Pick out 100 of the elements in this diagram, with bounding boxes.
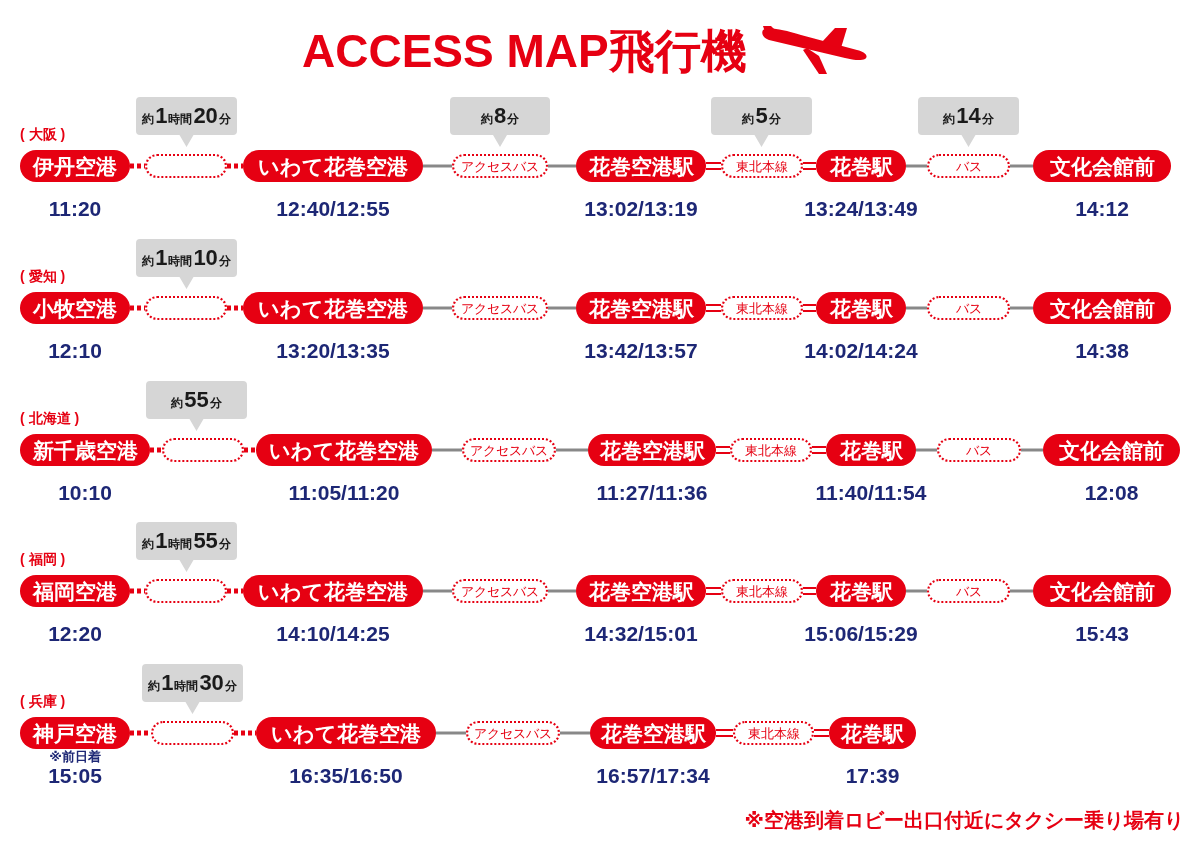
- duration-text: 約8分: [480, 105, 520, 127]
- duration-callout: [136, 522, 237, 572]
- station-pill: 花巻駅: [816, 292, 906, 324]
- prefecture-label: ( 北海道 ): [20, 411, 80, 427]
- time-label: 13:02/13:19: [584, 198, 698, 219]
- connector-line: [906, 589, 927, 593]
- transport-mode-pill: アクセスバス: [452, 296, 548, 320]
- transport-mode-pill: 東北本線: [721, 579, 803, 603]
- transport-mode-pill: アクセスバス: [462, 438, 556, 462]
- connector-line: [1021, 448, 1043, 452]
- dotted-connector: [130, 730, 151, 736]
- station-pill: 花巻駅: [826, 434, 916, 466]
- station-pill: 文化会館前: [1043, 434, 1180, 466]
- station-pill: 花巻空港駅: [576, 575, 706, 607]
- station-pill: いわて花巻空港: [243, 150, 423, 182]
- time-label: 12:10: [48, 340, 102, 361]
- station-pill: 花巻空港駅: [576, 150, 706, 182]
- duration-callout: [136, 239, 237, 289]
- station-pill: 文化会館前: [1033, 292, 1171, 324]
- transport-mode-pill: 東北本線: [721, 296, 803, 320]
- dotted-connector: [150, 447, 162, 453]
- rail-connector: [706, 587, 721, 595]
- connector-line: [548, 164, 576, 168]
- station-pill: 小牧空港: [20, 292, 130, 324]
- connector-line: [1010, 164, 1033, 168]
- connector-line: [1010, 306, 1033, 310]
- transport-mode-pill: 東北本線: [721, 154, 803, 178]
- duration-callout: [918, 97, 1019, 147]
- rail-connector: [706, 304, 721, 312]
- station-pill: いわて花巻空港: [256, 717, 436, 749]
- time-label: 13:24/13:49: [804, 198, 918, 219]
- station-pill: 花巻空港駅: [588, 434, 716, 466]
- duration-callout: [136, 97, 237, 147]
- duration-text: 約1時間20分: [142, 105, 231, 127]
- station-pill: 伊丹空港: [20, 150, 130, 182]
- duration-text: 約55分: [171, 389, 222, 411]
- duration-callout: [142, 664, 243, 714]
- transport-mode-pill: 東北本線: [733, 721, 814, 745]
- time-label: 11:20: [48, 198, 102, 219]
- station-pill: いわて花巻空港: [256, 434, 432, 466]
- duration-callout: [711, 97, 812, 147]
- time-label: 11:40/11:54: [815, 482, 927, 503]
- station-pill: 花巻駅: [829, 717, 916, 749]
- prefecture-label: ( 兵庫 ): [20, 694, 66, 710]
- station-pill: 新千歳空港: [20, 434, 150, 466]
- transport-mode-pill: [151, 721, 234, 745]
- time-label: 14:38: [1075, 340, 1129, 361]
- prefecture-label: ( 愛知 ): [20, 269, 66, 285]
- duration-text: 約1時間55分: [142, 530, 231, 552]
- time-label: 11:27/11:36: [596, 482, 708, 503]
- connector-line: [432, 448, 462, 452]
- time-label: 15:06/15:29: [804, 623, 918, 644]
- time-label: 14:10/14:25: [276, 623, 390, 644]
- duration-text: 約1時間30分: [148, 672, 237, 694]
- connector-line: [423, 164, 452, 168]
- transport-mode-pill: アクセスバス: [452, 154, 548, 178]
- arrival-note: ※前日着: [49, 750, 101, 765]
- time-label: 14:12: [1075, 198, 1129, 219]
- time-label: 15:05: [48, 765, 102, 786]
- connector-line: [906, 306, 927, 310]
- transport-mode-pill: [145, 296, 227, 320]
- rail-connector: [812, 446, 826, 454]
- time-label: 10:10: [58, 482, 112, 503]
- footnote: ※空港到着ロビー出口付近にタクシー乗り場有り: [744, 808, 1184, 832]
- station-pill: いわて花巻空港: [243, 292, 423, 324]
- time-label: 11:05/11:20: [288, 482, 400, 503]
- rail-connector: [814, 729, 829, 737]
- transport-mode-pill: [145, 579, 227, 603]
- connector-line: [556, 448, 588, 452]
- transport-mode-pill: バス: [927, 579, 1010, 603]
- connector-line: [423, 306, 452, 310]
- connector-line: [906, 164, 927, 168]
- rail-connector: [803, 304, 816, 312]
- station-pill: 文化会館前: [1033, 150, 1171, 182]
- station-pill: 花巻空港駅: [576, 292, 706, 324]
- page-title: ACCESS MAP飛行機: [302, 26, 747, 77]
- dotted-connector: [227, 163, 243, 169]
- prefecture-label: ( 福岡 ): [20, 552, 66, 568]
- transport-mode-pill: 東北本線: [730, 438, 812, 462]
- connector-line: [548, 306, 576, 310]
- station-pill: 花巻駅: [816, 150, 906, 182]
- station-pill: 花巻空港駅: [590, 717, 716, 749]
- rail-connector: [803, 587, 816, 595]
- duration-callout: [450, 97, 550, 147]
- time-label: 14:02/14:24: [804, 340, 918, 361]
- time-label: 13:20/13:35: [276, 340, 390, 361]
- station-pill: 福岡空港: [20, 575, 130, 607]
- connector-line: [560, 731, 590, 735]
- time-label: 12:20: [48, 623, 102, 644]
- station-pill: いわて花巻空港: [243, 575, 423, 607]
- time-label: 16:35/16:50: [289, 765, 403, 786]
- rail-connector: [706, 162, 721, 170]
- connector-line: [423, 589, 452, 593]
- time-label: 14:32/15:01: [584, 623, 698, 644]
- transport-mode-pill: [145, 154, 227, 178]
- station-pill: 文化会館前: [1033, 575, 1171, 607]
- dotted-connector: [227, 305, 243, 311]
- prefecture-label: ( 大阪 ): [20, 127, 66, 143]
- duration-text: 約14分: [943, 105, 994, 127]
- rail-connector: [716, 446, 730, 454]
